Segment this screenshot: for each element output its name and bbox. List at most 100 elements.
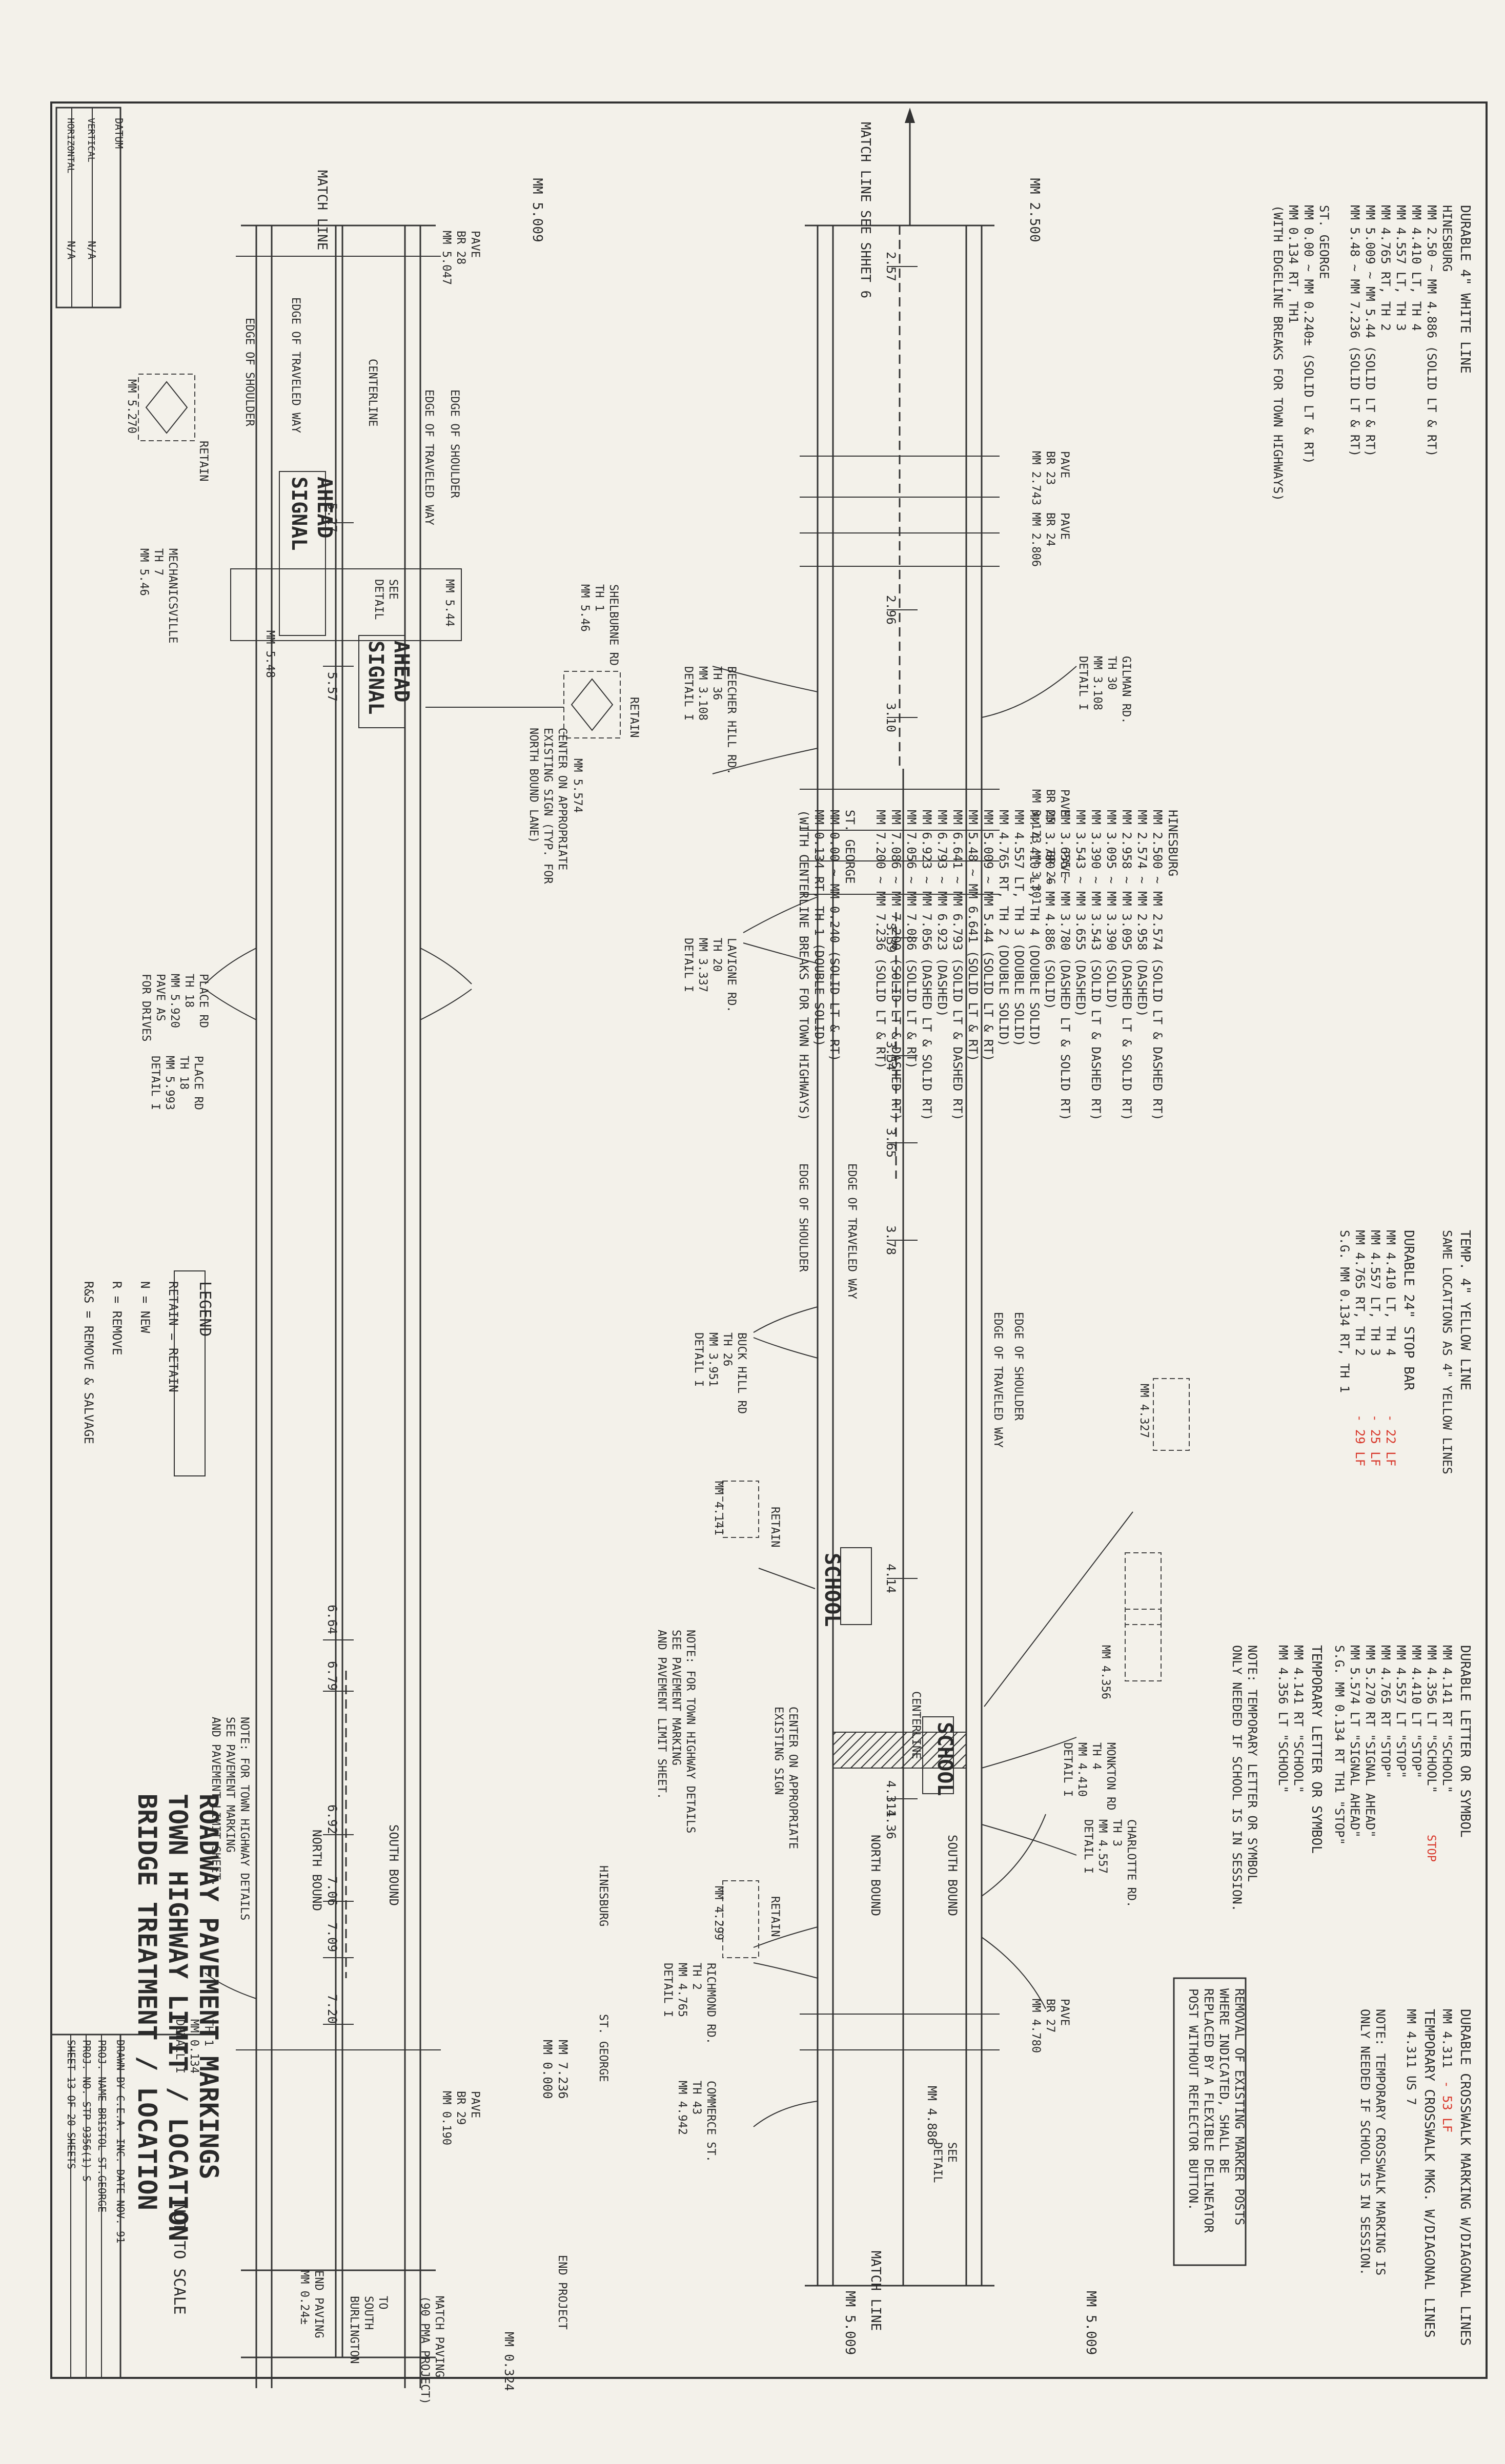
lower-end-paving-1: MM 0.24± — [298, 2270, 311, 2325]
yellow-list-1: MM 2.500 ~ MM 2.574 (SOLID LT & DASHED R… — [1150, 810, 1165, 1121]
lower-end-project: END PROJECT — [556, 2255, 568, 2330]
upper-th-note-0: NOTE: FOR TOWN HIGHWAY DETAILS — [684, 1630, 697, 1833]
lower-mm-0000: MM 0.000 — [540, 2040, 555, 2099]
yellow-list-5: MM 3.390 ~ MM 3.543 (SOLID LT & DASHED R… — [1089, 810, 1103, 1121]
upper-south-bound: SOUTH BOUND — [945, 1835, 960, 1916]
lower-bridge-28-2: MM 5.047 — [440, 231, 453, 285]
white-line-note-4: MM 4.765 RT, TH 2 — [1378, 205, 1393, 331]
upper-eotw-top: EDGE OF TRAVELED WAY — [991, 1312, 1004, 1448]
lower-mm-start: MM 5.009 — [530, 178, 545, 242]
upper-road-left-1-3: DETAIL I — [1061, 1742, 1074, 1797]
upper-station-1: 2.96 — [884, 595, 898, 625]
lower-eotw-top: EDGE OF TRAVELED WAY — [422, 389, 435, 525]
school-pavement-text-2: SCHOOL — [933, 1722, 957, 1796]
crosswalk-mm: MM 4.311 — [1440, 2009, 1454, 2068]
lower-th1-2: DETAIL I — [173, 2019, 186, 2073]
upper-eos-bottom: EDGE OF SHOULDER — [797, 1163, 809, 1272]
upper-th-note-1: SEE PAVEMENT MARKING — [669, 1630, 682, 1765]
white-line-note-0: HINESBURG — [1440, 205, 1454, 272]
white-line-note-1: MM 2.50 ~ MM 4.886 (SOLID LT & RT) — [1425, 205, 1439, 457]
upper-road-left-2-1: TH 3 — [1110, 1819, 1123, 1846]
temp-crosswalk-note-0: MM 4.311 US 7 — [1404, 2009, 1418, 2105]
stop-bar-note-0: MM 4.410 LT, TH 4 — [1384, 1230, 1398, 1356]
upper-road-right-2-1: TH 26 — [721, 1332, 734, 1366]
yellow-list-7: MM 3.655 ~ MM 3.780 (DASHED LT & SOLID R… — [1058, 810, 1072, 1121]
legend-item-3: R&S = REMOVE & SALVAGE — [82, 1281, 96, 1444]
school-pavement-text: SCHOOL — [820, 1553, 844, 1627]
lower-station-5: 7.06 — [325, 1876, 339, 1906]
lower-bridge-29-2: MM 0.190 — [440, 2091, 453, 2145]
yellow-list-13: MM 5.48 ~ MM 6.641 (SOLID LT & RT) — [966, 810, 980, 1061]
upper-road-right-2-3: DETAIL I — [692, 1332, 705, 1387]
place-rd-right-1: TH 18 — [177, 1056, 190, 1090]
upper-sign-mm-0: MM 4.327 — [1137, 1384, 1150, 1438]
upper-road-left-0-2: MM 3.108 — [1091, 656, 1104, 710]
legend-title: LEGEND — [196, 1281, 214, 1337]
upper-station-7: 4.14 — [884, 1564, 898, 1593]
stop-bar-note-2: MM 4.765 RT, TH 2 — [1353, 1230, 1367, 1356]
signal-ahead-1-1: SIGNAL — [287, 477, 311, 551]
lower-match-paving-1: (90 PMA PROJECT) — [418, 2296, 431, 2405]
place-rd-left-1: TH 18 — [182, 974, 195, 1008]
upper-centerline: CENTERLINE — [909, 1691, 922, 1759]
upper-station-2: 3.10 — [884, 703, 898, 732]
upper-north-bound: NORTH BOUND — [868, 1835, 883, 1916]
lower-th-note-1: SEE PAVEMENT MARKING — [223, 1717, 236, 1853]
upper-road-left-0-1: TH 30 — [1105, 656, 1118, 690]
upper-road-right-3-3: DETAIL I — [661, 1963, 674, 2017]
upper-bridge-0-2: MM 2.743 — [1029, 451, 1042, 505]
white-line-note-3: MM 4.557 LT, TH 3 — [1394, 205, 1408, 331]
yellow-line-subtitle: SAME LOCATIONS AS 4" YELLOW LINES — [1440, 1230, 1454, 1474]
lower-bridge-28-0: PAVE — [469, 231, 481, 258]
letter-symbol-note-3: MM 4.557 LT "STOP" — [1394, 1645, 1408, 1778]
lower-north-bound: NORTH BOUND — [310, 1830, 324, 1911]
upper-road-right-0-3: DETAIL I — [682, 666, 695, 721]
upper-road-right-3-2: MM 4.765 — [676, 1963, 688, 2017]
upper-road-right-1-2: MM 3.337 — [696, 938, 709, 992]
upper-bridge-4-2: MM 4.780 — [1029, 1999, 1042, 2053]
upper-road-right-1-0: LAVIGNE RD. — [725, 938, 738, 1013]
upper-sign-mm-1: MM 4.356 — [1099, 1645, 1112, 1699]
letter-symbol-note-4: MM 4.765 RT "STOP" — [1378, 1645, 1393, 1778]
lower-center-note-2: NORTH BOUND LANE) — [527, 728, 540, 843]
upper-road-right-4-2: MM 4.942 — [676, 2081, 688, 2135]
upper-road-left-1-2: MM 4.410 — [1075, 1742, 1088, 1797]
upper-road-left-1-0: MONKTON RD — [1104, 1742, 1117, 1810]
upper-bridge-3-2: MM 3.301 — [1029, 851, 1042, 905]
letter-symbol-note-5: MM 5.270 RT "SIGNAL AHEAD" — [1363, 1645, 1377, 1838]
upper-see-detail-1: DETAIL — [931, 2142, 944, 2183]
title-block-frame — [51, 2034, 215, 2378]
lower-eos-top: EDGE OF SHOULDER — [448, 389, 461, 499]
datum-title: DATUM — [113, 118, 125, 149]
white-line-note-5: MM 5.009 ~ MM 5.44 (SOLID LT & RT) — [1363, 205, 1377, 457]
upper-road-left-2-2: MM 4.557 — [1096, 1819, 1109, 1874]
lower-th1-1: MM 0.134 — [188, 2019, 200, 2073]
lower-station-6: 7.09 — [325, 1922, 339, 1952]
upper-match-bottom: MATCH LINE — [868, 2251, 883, 2331]
upper-road-right-0-0: BEECHER HILL RD. — [725, 666, 738, 775]
upper-bridge-3-0: PAVE — [1058, 851, 1071, 878]
upper-center-note-0: CENTER ON APPROPRIATE — [786, 1707, 799, 1849]
removal-note-0: REMOVAL OF EXISTING MARKER POSTS — [1232, 1988, 1247, 2225]
letter-symbol-note-2: MM 4.410 LT "STOP" — [1409, 1645, 1423, 1778]
upper-eos-top: EDGE OF SHOULDER — [1012, 1312, 1025, 1421]
upper-road-right-0-1: TH 36 — [710, 666, 723, 700]
letter-symbol-note-0: MM 4.141 RT "SCHOOL" — [1440, 1645, 1454, 1793]
place-rd-left-0: PLACE RD — [197, 974, 210, 1028]
signal-ahead-1-0: AHEAD — [313, 477, 336, 538]
stop-bar-title: DURABLE 24" STOP BAR — [1401, 1230, 1416, 1390]
white-line-note-9: MM 0.00 ~ MM 0.240± (SOLID LT & RT) — [1301, 205, 1316, 464]
upper-match-line: MATCH LINE SEE SHHET 6 — [858, 122, 873, 298]
lower-mm-548: MM 5.48 — [263, 630, 276, 678]
title-line-1: TOWN HIGHWAY LIMIT / LOCATION — [163, 1794, 193, 2241]
lower-see-detail-1: DETAIL — [372, 579, 385, 620]
lower-to-burlington-2: BURLINGTON — [348, 2296, 360, 2364]
yellow-list-10: MM 4.557 LT, TH 3 (DOUBLE SOLID) — [1012, 810, 1026, 1046]
letter-symbol-hand: STOP — [1425, 1835, 1437, 1862]
white-line-note-10: MM 0.134 RT, TH1 — [1286, 205, 1300, 323]
white-line-note-6: MM 5.48 ~ MM 7.236 (SOLID LT & RT) — [1348, 205, 1362, 457]
lower-center-note-0: CENTER ON APPROPRIATE — [556, 728, 568, 870]
yellow-list-9: MM 4.410 LT, TH 4 (DOUBLE SOLID) — [1027, 810, 1042, 1046]
lower-bridge-29-1: BR 29 — [454, 2091, 467, 2125]
